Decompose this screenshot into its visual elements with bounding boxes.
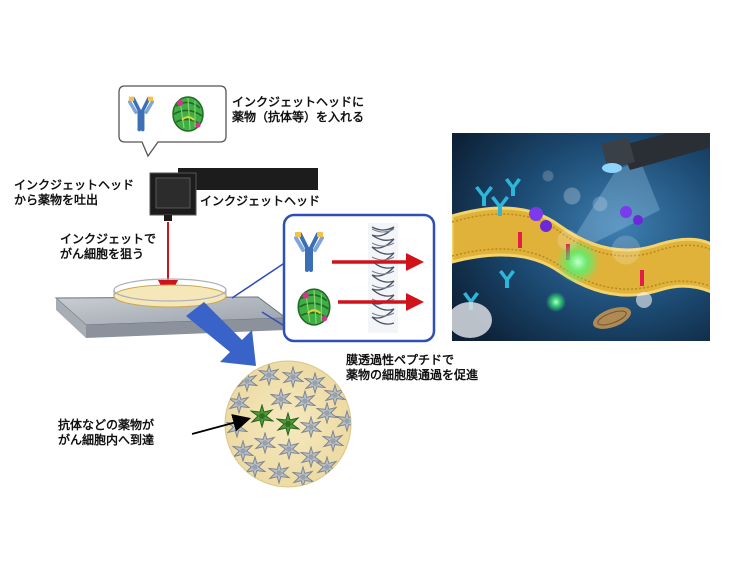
label-load-drug: インクジェットヘッドに 薬物（抗体等）を入れる [232,95,365,124]
protein-icon [297,287,331,327]
protein-icon [172,96,204,132]
label-reach: 抗体などの薬物が がん細胞内へ到達 [58,418,155,447]
peptide-box [282,213,436,343]
petri-dish-icon [54,278,288,338]
label-peptide: 膜透過性ペプチドで 薬物の細胞膜通過を促進 [346,353,479,382]
label-eject: インクジェットヘッド から薬物を吐出 [14,178,135,207]
drug-bubble [118,85,227,158]
label-head: インクジェットヘッド [200,194,321,208]
pointer-arrow [191,414,251,435]
callout-line [231,257,293,299]
big-arrow [186,302,256,366]
peptide-icon [368,223,398,333]
cell-illustration-panel [452,133,710,341]
label-target: インクジェットで がん細胞を狙う [60,232,157,261]
inkjet-head-icon [149,168,318,221]
cell-cluster-icon [224,360,352,488]
